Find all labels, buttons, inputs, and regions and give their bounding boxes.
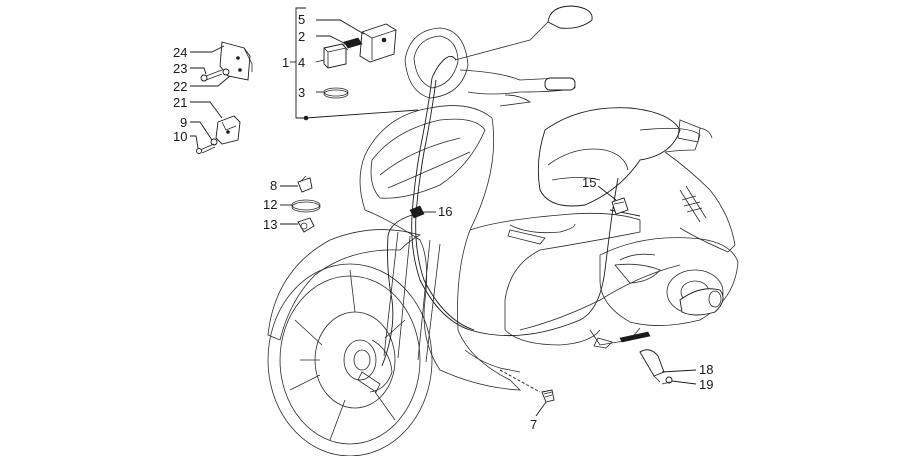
callout-16: 16 [438,204,452,219]
part-glyphs [196,23,673,403]
harness-clip-16-icon [409,205,425,219]
callout-7: 7 [530,417,537,432]
rear-rack [677,119,701,143]
leader-lines [190,7,697,417]
cable-tie-icon [291,199,321,213]
sensor-part-icon [639,349,673,385]
callout-18: 18 [699,362,713,377]
headset [404,27,469,99]
callout-15: 15 [582,175,596,190]
callout-2: 2 [298,29,305,44]
front-mudguard [267,229,422,341]
relay-part-icon [323,43,347,69]
callout-3: 3 [298,85,305,100]
callout-1: 1 [282,55,289,70]
floorboard [469,212,641,330]
callout-4: 4 [298,55,305,70]
screw-icon [200,68,230,82]
rear-body [639,127,736,253]
footrest-grip [619,331,651,343]
regulator-part-icon [359,23,397,63]
callout-21: 21 [173,95,187,110]
callout-24: 24 [173,45,187,60]
right-handgrip [544,77,576,91]
seat [537,107,681,207]
callout-5: 5 [298,12,305,27]
connector-part-icon [343,37,363,51]
callout-labels: 5 2 1 4 3 24 23 22 21 9 10 8 12 13 16 15… [173,12,713,432]
screw-7-icon [541,389,555,403]
frame-clip-15-icon [611,197,629,215]
harness-clip-icon [297,217,315,233]
exhaust-muffler [679,288,724,316]
callout-19: 19 [699,377,713,392]
front-wheel [267,263,433,456]
callout-13: 13 [263,217,277,232]
callout-8: 8 [270,178,277,193]
callout-10: 10 [173,129,187,144]
callout-12: 12 [263,197,277,212]
bracket-21-icon [215,115,241,145]
washer-screw-icon [196,138,218,154]
engine-case [599,237,739,326]
front-shield [359,105,522,391]
scooter-illustration [267,5,739,456]
rear-view-mirror [547,5,593,29]
cable-clamp-ring-icon [323,87,349,99]
callout-22: 22 [173,79,187,94]
callout-23: 23 [173,61,187,76]
callout-9: 9 [180,115,187,130]
cable-clip-icon [297,175,313,193]
rear-shock [679,185,707,223]
